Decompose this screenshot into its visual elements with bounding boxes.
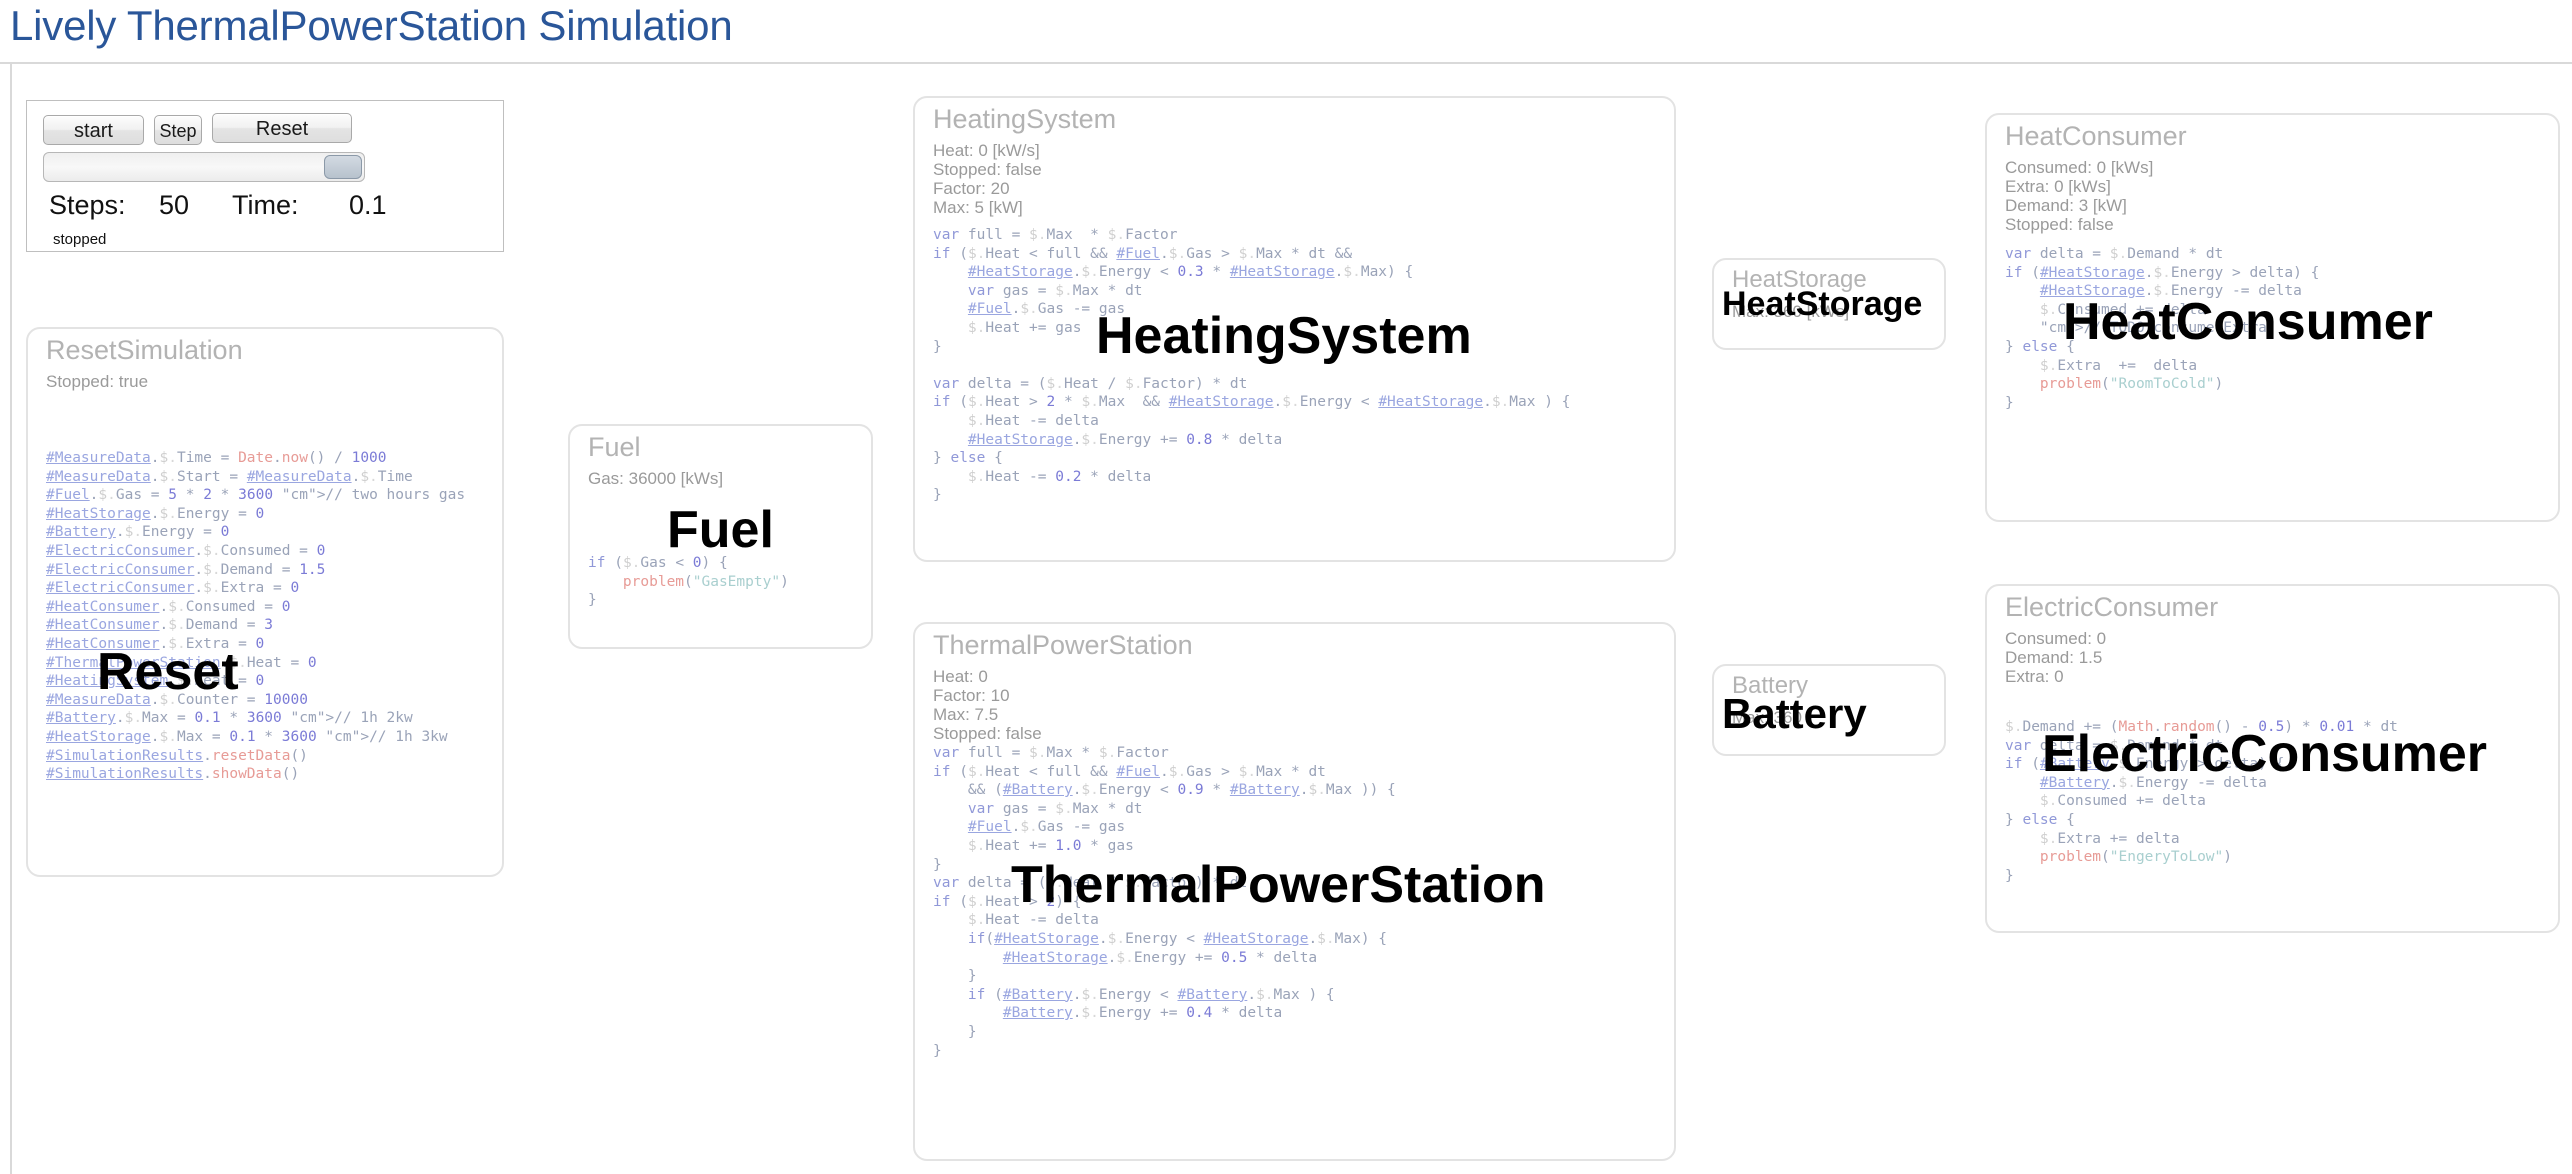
simulation-status: stopped	[53, 231, 107, 248]
card-script[interactable]: #MeasureData.$.Time = Date.now() / 1000 …	[46, 450, 466, 783]
card-battery[interactable]: Battery Max: 360	[1712, 664, 1946, 756]
card-title: Battery	[1732, 672, 1809, 699]
simulation-control-panel: start Step Reset Steps: 50 Time: 0.1 sto…	[26, 100, 504, 252]
card-title: HeatingSystem	[933, 104, 1117, 134]
time-label: Time:	[232, 190, 299, 220]
card-thermal-power-station[interactable]: ThermalPowerStation Heat: 0 Factor: 10 M…	[913, 622, 1676, 1161]
card-reset-simulation[interactable]: ResetSimulation Stopped: true #MeasureDa…	[26, 327, 504, 877]
step-button[interactable]: Step	[154, 115, 202, 145]
card-properties: Heat: 0 Factor: 10 Max: 7.5 Stopped: fal…	[933, 667, 1042, 743]
start-button[interactable]: start	[43, 115, 144, 145]
card-script[interactable]: if ($.Gas < 0) { problem("GasEmpty") }	[588, 555, 789, 609]
card-properties: Max: 360	[1732, 708, 1802, 727]
card-title: ElectricConsumer	[2005, 592, 2219, 622]
page-title: Lively ThermalPowerStation Simulation	[10, 2, 733, 49]
speed-slider[interactable]	[43, 152, 365, 182]
card-heat-consumer[interactable]: HeatConsumer Consumed: 0 [kWs] Extra: 0 …	[1985, 113, 2560, 522]
card-script[interactable]: var delta = $.Demand * dt if (#HeatStora…	[2005, 246, 2320, 411]
time-value: 0.1	[349, 190, 387, 220]
card-title: ResetSimulation	[46, 335, 243, 365]
speed-slider-thumb[interactable]	[324, 155, 362, 179]
header-divider	[0, 62, 2572, 64]
card-properties: Gas: 36000 [kWs]	[588, 469, 724, 488]
card-fuel[interactable]: Fuel Gas: 36000 [kWs] if ($.Gas < 0) { p…	[568, 424, 873, 649]
card-heating-system[interactable]: HeatingSystem Heat: 0 [kW/s] Stopped: fa…	[913, 96, 1676, 562]
card-heat-storage[interactable]: HeatStorage Max: 360 [kWs]	[1712, 258, 1946, 350]
card-title: ThermalPowerStation	[933, 630, 1193, 660]
card-properties: Consumed: 0 [kWs] Extra: 0 [kWs] Demand:…	[2005, 158, 2154, 234]
card-title: HeatConsumer	[2005, 121, 2187, 151]
card-properties: Consumed: 0 Demand: 1.5 Extra: 0	[2005, 629, 2107, 686]
card-electric-consumer[interactable]: ElectricConsumer Consumed: 0 Demand: 1.5…	[1985, 584, 2560, 933]
left-border-rule	[10, 62, 12, 1174]
card-title: Fuel	[588, 432, 641, 462]
card-properties: Heat: 0 [kW/s] Stopped: false Factor: 20…	[933, 141, 1042, 217]
card-title: HeatStorage	[1732, 266, 1867, 293]
card-script[interactable]: var full = $.Max * $.Factor if ($.Heat <…	[933, 745, 1396, 1059]
card-script[interactable]: var full = $.Max * $.Factor if ($.Heat <…	[933, 227, 1571, 504]
card-properties: Max: 360 [kWs]	[1732, 302, 1850, 321]
card-properties: Stopped: true	[46, 372, 149, 391]
steps-value: 50	[159, 190, 190, 220]
steps-label: Steps:	[49, 190, 126, 220]
reset-button[interactable]: Reset	[212, 113, 352, 143]
card-script[interactable]: $.Demand += (Math.random() - 0.5) * 0.01…	[2005, 719, 2398, 884]
